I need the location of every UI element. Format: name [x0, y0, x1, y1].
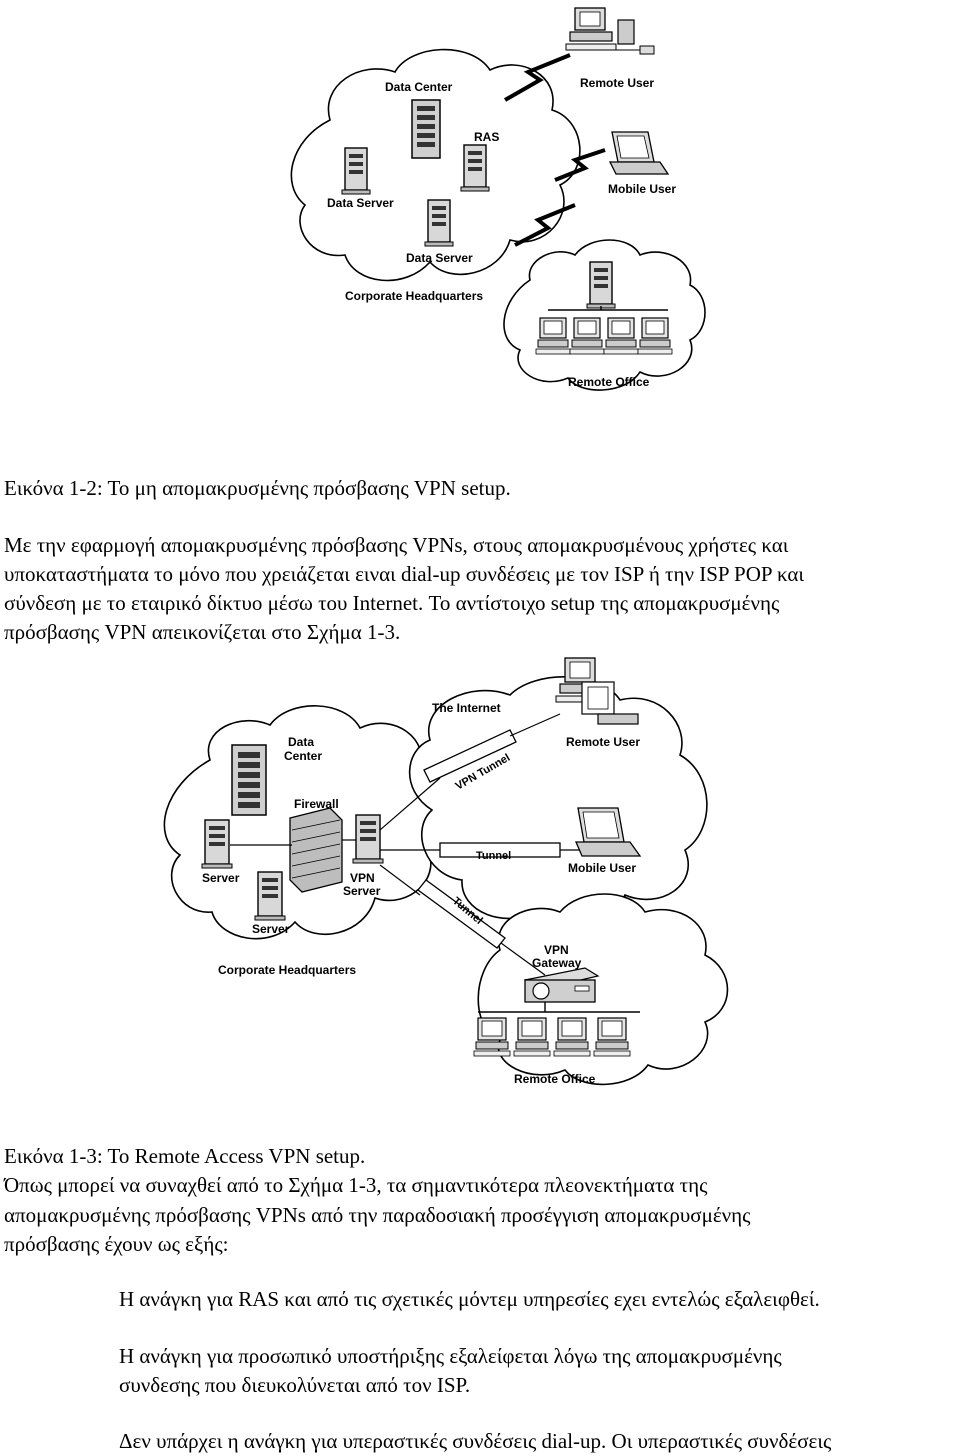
label-server-2: Server [252, 922, 290, 936]
paragraph-2-line: απομακρυσμένης πρόσβασης VPNs από την πα… [4, 1203, 751, 1227]
vpn-gateway-icon [523, 967, 600, 1003]
label-data-server-2: Data Server [406, 251, 473, 265]
figure2-caption: Εικόνα 1-3: Το Remote Access VPN setup. [4, 1144, 366, 1168]
paragraph-2-line: Όπως μπορεί να συναχθεί από το Σχήμα 1-3… [4, 1173, 708, 1197]
label-data-center-1: Data [288, 735, 314, 749]
figure1-caption: Εικόνα 1-2: Το μη απομακρυσμένης πρόσβασ… [4, 476, 511, 500]
paragraph-1-line: Με την εφαρμογή απομακρυσμένης πρόσβασης… [4, 533, 789, 557]
label-corporate-hq: Corporate Headquarters [218, 963, 356, 977]
label-remote-office: Remote Office [514, 1072, 596, 1086]
label-data-center: Data Center [385, 80, 453, 94]
figure-remote-access-vpn: The Internet Remote User Data Center Fir… [0, 650, 960, 1100]
label-remote-user: Remote User [566, 735, 640, 749]
paragraph-2-line: πρόσβασης έχουν ως εξής: [4, 1232, 229, 1256]
label-firewall: Firewall [294, 797, 339, 811]
label-vpn-server-1: VPN [350, 871, 375, 885]
list-item: Η ανάγκη για RAS και από τις σχετικές μό… [119, 1287, 820, 1311]
label-vpn-server-2: Server [343, 884, 381, 898]
firewall-icon [289, 807, 343, 893]
label-data-server-1: Data Server [327, 196, 394, 210]
list-item: Η ανάγκη για προσωπικό υποστήριξης εξαλε… [119, 1344, 782, 1368]
label-remote-office: Remote Office [568, 375, 650, 389]
figure-non-remote-vpn: Data Center RAS Data Server Data Server … [0, 0, 960, 400]
label-vpn-gateway-2: Gateway [532, 956, 582, 970]
tunnel-pipe-mid [439, 842, 600, 858]
label-ras: RAS [474, 130, 499, 144]
list-item-continuation: συνδεσης που διευκολύνεται από τον ISP. [119, 1373, 471, 1397]
label-corporate-hq: Corporate Headquarters [345, 289, 483, 303]
paragraph-1-line: πρόσβασης VPN απεικονίζεται στο Σχήμα 1-… [4, 620, 401, 644]
paragraph-1-line: σύνδεση με το εταιρικό δίκτυο μέσω του I… [4, 591, 780, 615]
vpn-tunnel-pipe [423, 713, 561, 783]
label-vpn-gateway-1: VPN [544, 943, 569, 957]
label-mobile-user: Mobile User [568, 861, 636, 875]
list-item: Δεν υπάρχει η ανάγκη για υπεραστικές συν… [119, 1429, 832, 1453]
tunnel-pipe-low [417, 879, 546, 976]
label-data-center-2: Center [284, 749, 322, 763]
label-server-1: Server [202, 871, 240, 885]
label-the-internet: The Internet [432, 701, 501, 715]
label-remote-user: Remote User [580, 76, 654, 90]
paragraph-1-line: υποκαταστήματα το μόνο που χρειάζεται ει… [4, 562, 805, 586]
label-mobile-user: Mobile User [608, 182, 676, 196]
label-tunnel-mid: Tunnel [476, 850, 511, 862]
